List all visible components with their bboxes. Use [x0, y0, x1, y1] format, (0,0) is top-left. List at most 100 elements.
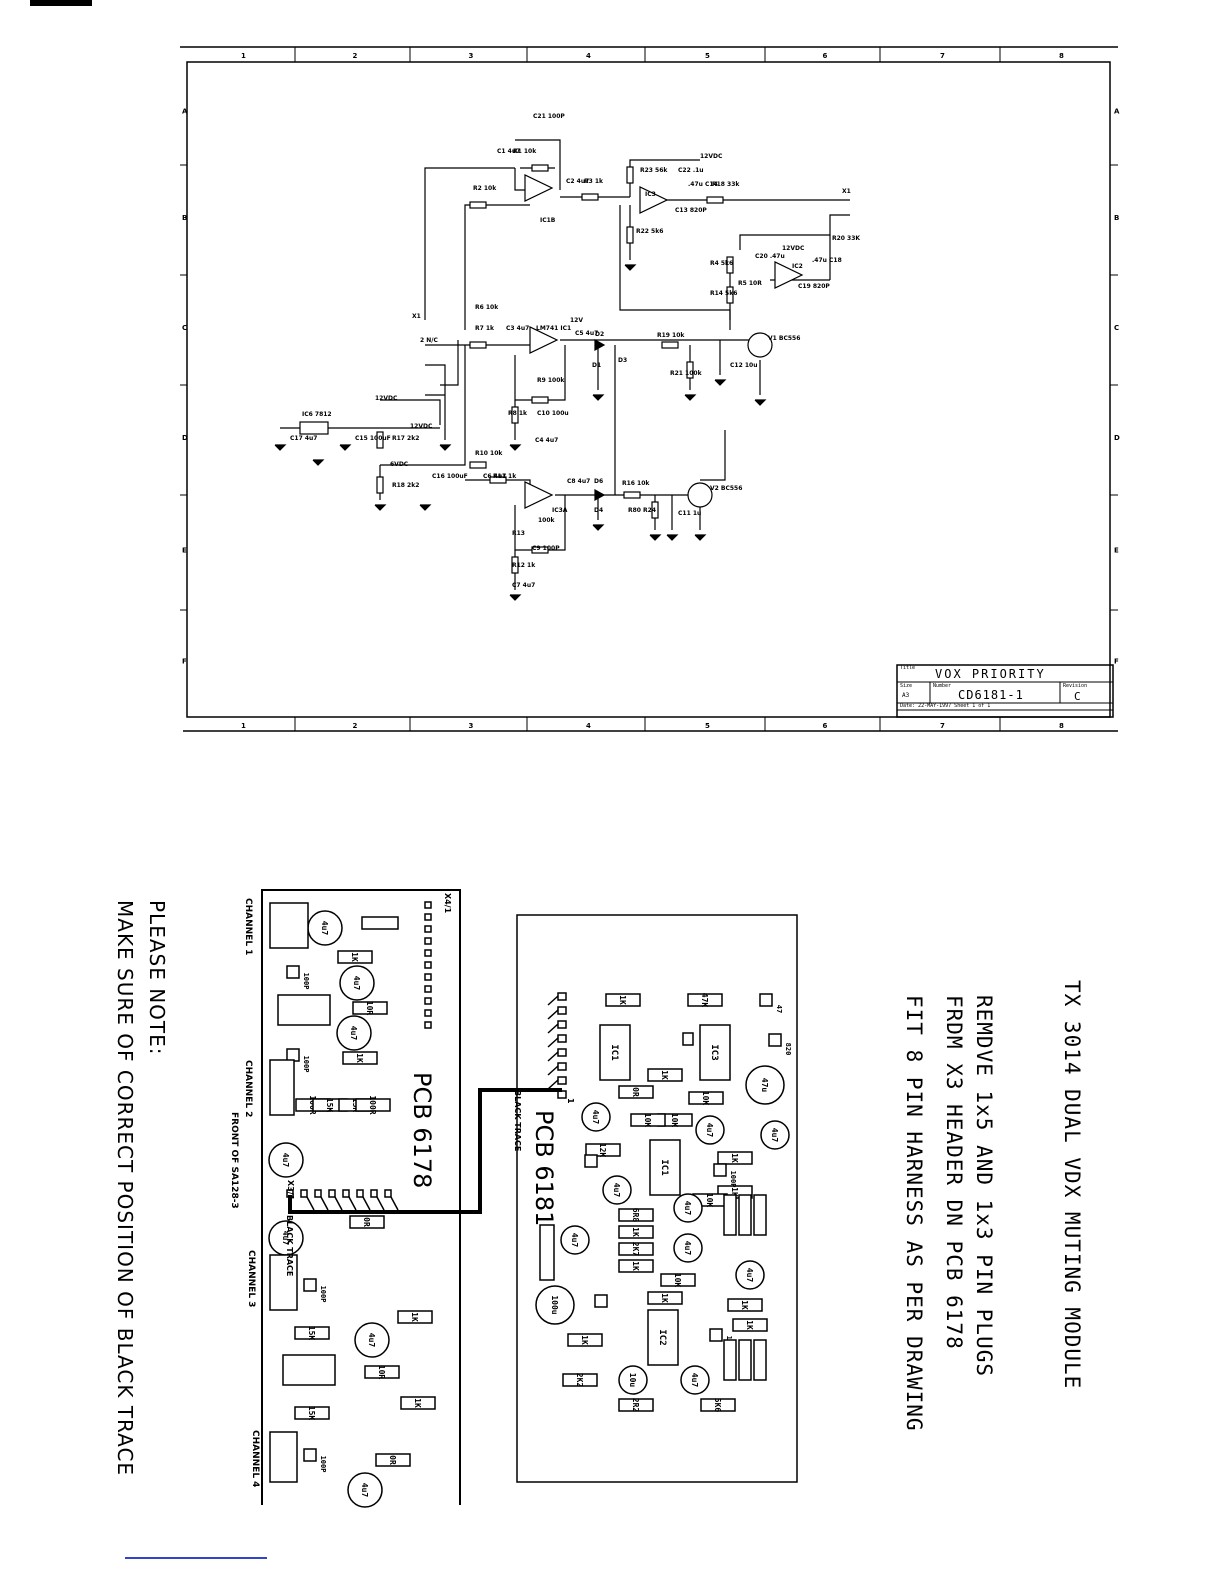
ic-package	[269, 902, 309, 949]
pin-lead	[362, 1196, 371, 1211]
size-label: Size	[900, 683, 913, 689]
resistor-label: 6R8	[631, 1208, 640, 1223]
capacitor-label: 4u7	[612, 1183, 621, 1198]
resistor-symbol	[531, 546, 549, 554]
resistor-label: 1K	[410, 1312, 419, 1322]
small-capacitor	[303, 1448, 317, 1462]
small-capacitor	[709, 1328, 723, 1342]
component-label: LM741 IC1	[536, 325, 571, 332]
component-label: R14 5k6	[710, 290, 737, 297]
row-label: D	[1114, 434, 1120, 442]
ic-package	[649, 1139, 681, 1196]
component-label: 12V	[570, 317, 583, 324]
resistor-label: 2R2	[631, 1398, 640, 1413]
opamp-symbol	[524, 481, 554, 509]
component-label: 12VDC	[375, 395, 398, 402]
resistor-symbol	[469, 341, 487, 349]
small-cap-label: 47	[775, 1005, 783, 1013]
component-label: R21 100k	[670, 370, 703, 377]
resistor-label: 10R	[365, 1001, 374, 1016]
component-label: R12 1k	[512, 562, 536, 569]
capacitor-label: 4u7	[320, 921, 329, 936]
number-label: Number	[933, 683, 952, 689]
resistor-symbol	[706, 196, 724, 204]
capacitor-label: 47u	[760, 1078, 769, 1093]
component-label: D1	[592, 362, 601, 369]
pin-lead	[547, 1065, 559, 1076]
ground-symbol	[592, 524, 605, 531]
ground-symbol	[592, 394, 605, 401]
component-label: 12VDC	[410, 423, 433, 430]
resistor-label: 10K	[673, 1273, 682, 1288]
scan-artifact	[30, 0, 92, 6]
component-label: C6 4u7	[483, 473, 506, 480]
header-pin	[557, 1048, 567, 1057]
component-label: R18 33k	[712, 181, 740, 188]
column-label: 3	[469, 52, 474, 60]
resistor-symbol	[626, 226, 634, 244]
header-x3-label: X3/1	[286, 1180, 295, 1201]
ic-package	[277, 994, 331, 1026]
pin-lead	[320, 1196, 329, 1211]
electrolytic-capacitor	[735, 1260, 765, 1290]
instruction-line-3: FIT 8 PIN HARNESS AS PER DRAWING	[902, 995, 926, 1432]
small-cap-label: 100P	[302, 973, 310, 990]
resistor	[647, 1291, 683, 1305]
electrolytic-capacitor	[680, 1365, 710, 1395]
column-label: 7	[940, 52, 945, 60]
ground-symbol	[684, 394, 697, 401]
component-label: R17 2k2	[392, 435, 419, 442]
component-label: R16 10k	[622, 480, 650, 487]
resistor-symbol	[469, 461, 487, 469]
title-label: Title	[900, 665, 916, 671]
ic-package	[647, 1309, 679, 1366]
capacitor-label: 4u7	[745, 1268, 754, 1283]
schematic-wiring	[280, 139, 850, 590]
row-label: D	[182, 434, 188, 442]
row-label: C	[182, 324, 187, 332]
revision-label: Revision	[1063, 683, 1088, 689]
header-pin	[342, 1189, 350, 1198]
drawing-title: VOX PRIORITY	[935, 667, 1046, 681]
ground-symbol	[274, 444, 287, 451]
electrolytic-capacitor	[347, 1472, 383, 1508]
title-block	[896, 664, 1114, 718]
electrolytic-capacitor	[618, 1365, 648, 1395]
component-label: C20 .47u	[755, 253, 785, 260]
electrolytic-capacitor	[354, 1322, 390, 1358]
component-label: C16 100uF	[432, 473, 468, 480]
ic-label: IC1	[659, 1159, 669, 1175]
module-title: TX 3014 DUAL VDX MUTING MODULE	[1060, 980, 1084, 1390]
ic-package	[269, 1254, 298, 1311]
resistor-label: 10K	[705, 1193, 714, 1208]
pcb-6181-outline	[516, 914, 798, 1483]
row-label: E	[182, 547, 187, 555]
resistor	[352, 1001, 388, 1015]
ic-package	[282, 1354, 336, 1386]
pcb-6181-pin1: 1	[566, 1098, 575, 1104]
ground-symbol	[649, 534, 662, 541]
resistor	[562, 1373, 598, 1387]
column-label: 8	[1059, 722, 1064, 730]
resistor-array	[738, 1194, 752, 1236]
resistor	[687, 993, 723, 1007]
component-label: R8 1k	[508, 410, 528, 417]
row-label: A	[182, 108, 188, 116]
resistor	[717, 1151, 753, 1165]
ground-symbol	[312, 459, 325, 466]
resistor	[732, 1318, 768, 1332]
header-pin	[384, 1189, 392, 1198]
resistor-symbol	[661, 341, 679, 349]
pin-lead	[348, 1196, 357, 1211]
small-cap-label: 100P	[729, 1171, 737, 1188]
resistor-symbol	[376, 476, 384, 494]
electrolytic-capacitor	[560, 1225, 590, 1255]
component-label: IC3A	[552, 507, 568, 514]
black-trace-harness	[288, 1088, 562, 1214]
header-pin	[424, 997, 432, 1005]
component-label: R11 1k	[493, 473, 517, 480]
pcb-6178-components: 1K10R1K100R15K15K100R0R1K15K10R1K15K0R4u…	[268, 901, 436, 1508]
resistor	[605, 993, 641, 1007]
component-label: R18 2k2	[392, 482, 419, 489]
header-pin	[424, 913, 432, 921]
